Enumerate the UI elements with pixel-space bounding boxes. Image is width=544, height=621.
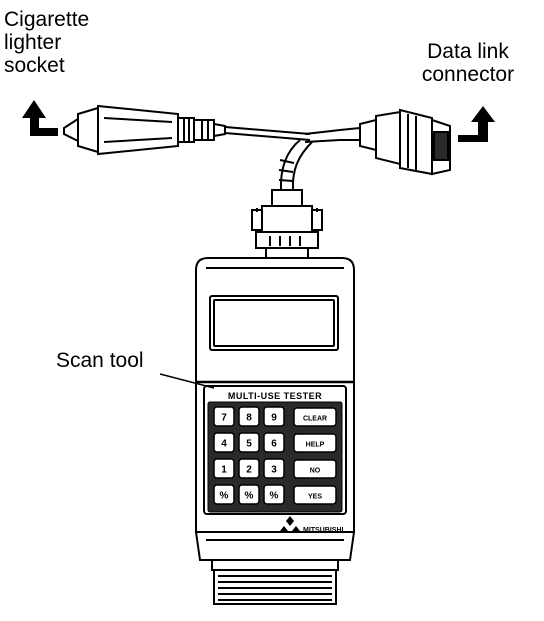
function-key[interactable]: YES — [293, 485, 337, 505]
data-link-connector-label: Data link connector — [421, 40, 515, 86]
function-key[interactable]: HELP — [293, 433, 337, 453]
display-screen — [209, 295, 339, 351]
keypad-key-label: 7 — [221, 413, 227, 424]
keypad-key-label: 9 — [271, 413, 277, 424]
keypad-key[interactable]: 9 — [263, 406, 285, 427]
keypad-key-label: % — [220, 491, 229, 502]
data-link-cable — [304, 127, 361, 143]
keypad-key[interactable]: 6 — [263, 432, 285, 453]
keypad-key[interactable]: % — [263, 484, 285, 505]
function-key-label: HELP — [306, 442, 325, 449]
logo-text: MITSUBISHI — [303, 527, 344, 534]
keypad-key[interactable]: 5 — [238, 432, 260, 453]
cigarette-lighter-socket-label: Cigarette lighter socket — [4, 8, 90, 77]
keypad-key-label: 1 — [221, 465, 227, 476]
brand-text: MULTI-USE TESTER — [228, 391, 322, 401]
up-arrow-icon-left — [22, 100, 58, 136]
keypad-key-label: 2 — [246, 465, 252, 476]
keypad-keys: 7 8 9 4 5 6 1 2 3%%% CLEAR HELP NO YES — [213, 406, 337, 505]
keypad-key[interactable]: 2 — [238, 458, 260, 479]
data-link-connector-plug — [359, 108, 451, 176]
cigarette-lighter-plug — [63, 104, 226, 156]
keypad-key[interactable]: 8 — [238, 406, 260, 427]
power-cable — [224, 126, 311, 141]
keypad-key[interactable]: 7 — [213, 406, 235, 427]
function-key[interactable]: NO — [293, 459, 337, 479]
function-key[interactable]: CLEAR — [293, 407, 337, 427]
keypad-key[interactable]: 4 — [213, 432, 235, 453]
function-key-label: NO — [310, 468, 321, 475]
scan-tool-cable — [278, 139, 313, 191]
function-key-label: CLEAR — [303, 416, 327, 423]
keypad-key[interactable]: 3 — [263, 458, 285, 479]
keypad-key-label: 5 — [246, 439, 252, 450]
scan-tool-bottom — [194, 531, 356, 605]
keypad-key-label: 6 — [271, 439, 277, 450]
up-arrow-icon-right — [458, 106, 495, 142]
keypad-key-label: 8 — [246, 413, 252, 424]
keypad-key[interactable]: 1 — [213, 458, 235, 479]
keypad-key[interactable]: % — [238, 484, 260, 505]
scan-tool-label: Scan tool — [56, 349, 144, 372]
function-key-label: YES — [308, 494, 322, 501]
scan-tool-leader-line — [159, 373, 215, 389]
scan-tool-cable-connector — [251, 189, 323, 261]
keypad-key-label: % — [270, 491, 279, 502]
keypad-key-label: 4 — [221, 439, 227, 450]
keypad-key-label: 3 — [271, 465, 277, 476]
keypad-key[interactable]: % — [213, 484, 235, 505]
keypad-panel: MULTI-USE TESTER 7 8 9 4 5 6 1 2 3%%% CLEAR HELP NO… — [203, 385, 347, 515]
keypad-key-label: % — [245, 491, 254, 502]
